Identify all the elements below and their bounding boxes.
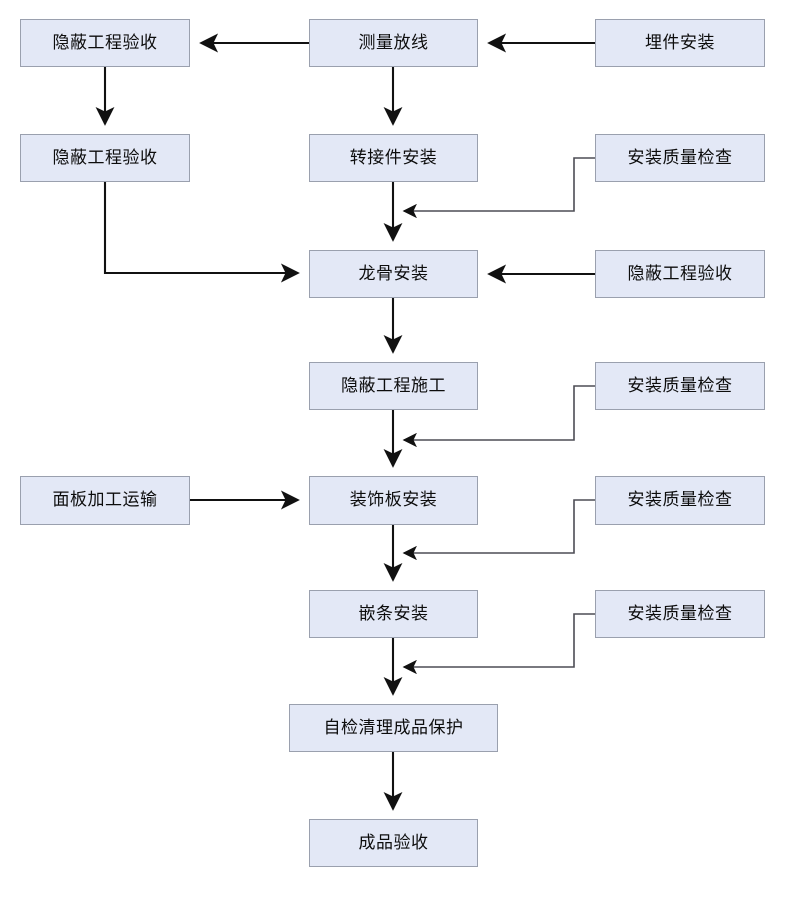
node-label: 隐蔽工程验收 — [52, 32, 158, 53]
node-n10[interactable]: 安装质量检查 — [595, 362, 765, 410]
node-n9[interactable]: 隐蔽工程施工 — [309, 362, 478, 410]
node-n5[interactable]: 转接件安装 — [309, 134, 478, 182]
node-n13[interactable]: 安装质量检查 — [595, 476, 765, 525]
node-n17[interactable]: 成品验收 — [309, 819, 478, 867]
node-label: 自检清理成品保护 — [323, 717, 464, 738]
node-label: 隐蔽工程施工 — [341, 375, 446, 396]
node-label: 安装质量检查 — [627, 490, 733, 510]
node-label: 面板加工运输 — [52, 490, 158, 510]
node-label: 安装质量检查 — [627, 603, 733, 624]
node-n8[interactable]: 隐蔽工程验收 — [595, 250, 765, 298]
node-n15[interactable]: 安装质量检查 — [595, 590, 765, 638]
node-label: 隐蔽工程验收 — [627, 263, 733, 284]
node-label: 成品验收 — [358, 832, 429, 853]
node-n7[interactable]: 龙骨安装 — [309, 250, 478, 298]
node-label: 嵌条安装 — [358, 603, 429, 624]
node-n1[interactable]: 隐蔽工程验收 — [20, 19, 190, 67]
node-n16[interactable]: 自检清理成品保护 — [289, 704, 498, 752]
node-n12[interactable]: 装饰板安装 — [309, 476, 478, 525]
node-label: 测量放线 — [358, 32, 429, 53]
node-n4[interactable]: 隐蔽工程验收 — [20, 134, 190, 182]
node-label: 安装质量检查 — [627, 375, 733, 396]
node-label: 装饰板安装 — [349, 490, 438, 510]
node-n6[interactable]: 安装质量检查 — [595, 134, 765, 182]
node-n3[interactable]: 埋件安装 — [595, 19, 765, 67]
node-n2[interactable]: 测量放线 — [309, 19, 478, 67]
edge-e7 — [103, 182, 300, 283]
node-n14[interactable]: 嵌条安装 — [309, 590, 478, 638]
node-n11[interactable]: 面板加工运输 — [20, 476, 190, 525]
node-label: 转接件安装 — [349, 147, 438, 168]
node-label: 安装质量检查 — [627, 147, 733, 168]
node-label: 隐蔽工程验收 — [52, 147, 158, 168]
node-label: 龙骨安装 — [358, 263, 429, 284]
node-label: 埋件安装 — [645, 32, 715, 53]
